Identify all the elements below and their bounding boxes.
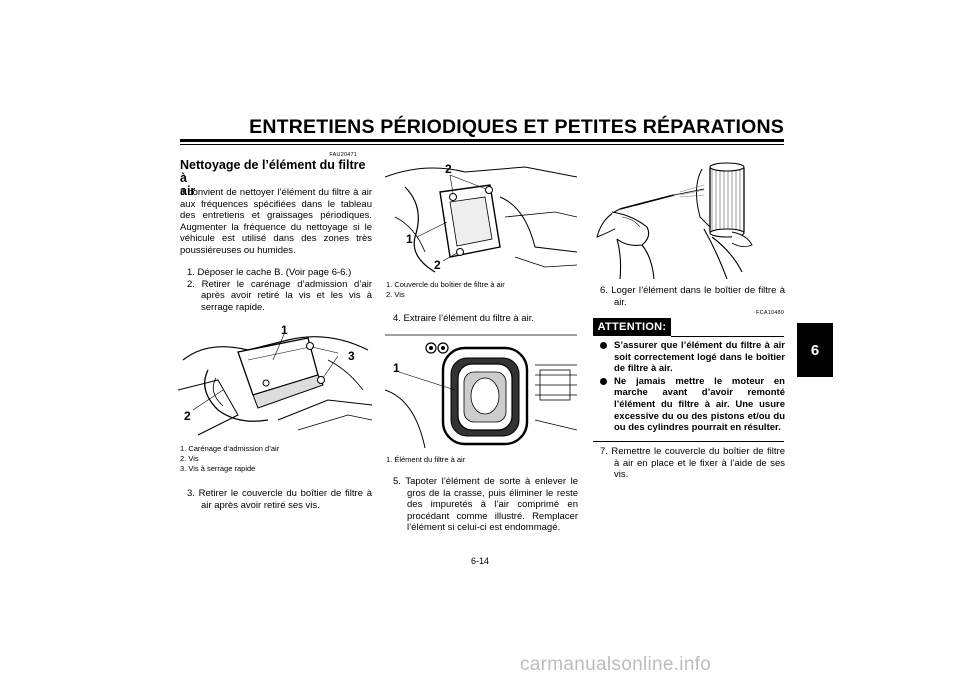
figure-air-filter-cover: 2 1 2 [385,157,577,275]
page-number: 6-14 [470,556,489,566]
fig1-callout-1: 1 [281,323,288,337]
fig1-caption-3: 3. Vis à serrage rapide [180,464,256,473]
section-intro: Il convient de nettoyer l’élément du fil… [180,187,372,257]
attention-label: ATTENTION: [593,318,671,336]
bullet-icon [600,377,607,385]
chapter-tab: 6 [797,323,833,377]
figure-compressed-air-cleaning [592,157,784,279]
attention-code: FCA10480 [756,310,784,316]
fig2-caption-1: 1. Couvercle du boîtier de filtre à air [386,280,505,289]
section-title: Nettoyage de l’élément du filtre à air [180,159,370,198]
steps-1-2: 1. Déposer le cache B. (Voir page 6-6.) … [180,267,372,313]
attention-item-2: Ne jamais mettre le moteur en marche ava… [597,376,785,434]
step-6: 6. Loger l’élément dans le boîtier de fi… [600,285,785,308]
fig2-callout-1: 1 [406,232,413,246]
fig1-callout-3: 3 [348,349,355,363]
fig1-caption-2: 2. Vis [180,454,199,463]
step-4-block: 4. Extraire l’élément du filtre à air. [386,313,578,325]
figure-air-intake-duct: 1 2 3 [178,320,372,440]
watermark: carmanualsonline.info [520,654,712,675]
section-title-line2: air [180,184,196,198]
chapter-tab-number: 6 [810,341,820,359]
step-4: 4. Extraire l’élément du filtre à air. [393,313,534,324]
section-code: FAU20471 [329,152,357,158]
attention-end-rule [593,441,784,442]
step-3: 3. Retirer le couvercle du boîtier de fi… [187,488,372,511]
step-2: 2. Retirer le carénage d’admission d’air… [187,278,372,313]
step-6-block: 6. Loger l’élément dans le boîtier de fi… [593,285,785,308]
page-header-title: ENTRETIENS PÉRIODIQUES ET PETITES RÉPARA… [249,116,784,138]
step-1: 1. Déposer le cache B. (Voir page 6-6.) [187,267,352,278]
section-title-line1: Nettoyage de l’élément du filtre à [180,158,366,185]
figure-air-filter-element: 1 [385,330,577,450]
fig2-captions: 1. Couvercle du boîtier de filtre à air … [386,280,578,300]
step-7: 7. Remettre le couvercle du boîtier de f… [600,446,785,481]
bullet-icon [600,342,607,349]
fig3-callout-1: 1 [393,361,400,375]
fig1-caption-1: 1. Carénage d’admission d’air [180,444,280,453]
fig1-callout-2: 2 [184,409,191,423]
header-rule-thin [180,144,784,145]
fig3-captions: 1. Élément du filtre à air [386,455,578,465]
attention-item-2-text: Ne jamais mettre le moteur en marche ava… [614,375,785,434]
step-3-block: 3. Retirer le couvercle du boîtier de fi… [180,488,372,511]
attention-rule [671,336,784,337]
attention-item-1-text: S’assurer que l’élément du filtre à air … [614,340,785,375]
fig2-callout-2b: 2 [434,258,441,272]
fig1-captions: 1. Carénage d’admission d’air 2. Vis 3. … [180,444,372,474]
intro-paragraph: Il convient de nettoyer l’élément du fil… [180,187,372,256]
step-5: 5. Tapoter l’élément de sorte à enlever … [393,476,578,534]
step-5-block: 5. Tapoter l’élément de sorte à enlever … [386,476,578,534]
attention-item-1: S’assurer que l’élément du filtre à air … [597,340,785,375]
attention-list: S’assurer que l’élément du filtre à air … [597,340,785,435]
step-7-block: 7. Remettre le couvercle du boîtier de f… [593,446,785,481]
fig3-caption-1: 1. Élément du filtre à air [386,455,466,464]
fig2-callout-2a: 2 [445,162,452,176]
fig2-caption-2: 2. Vis [386,290,405,299]
header-rule-thick [180,139,784,142]
